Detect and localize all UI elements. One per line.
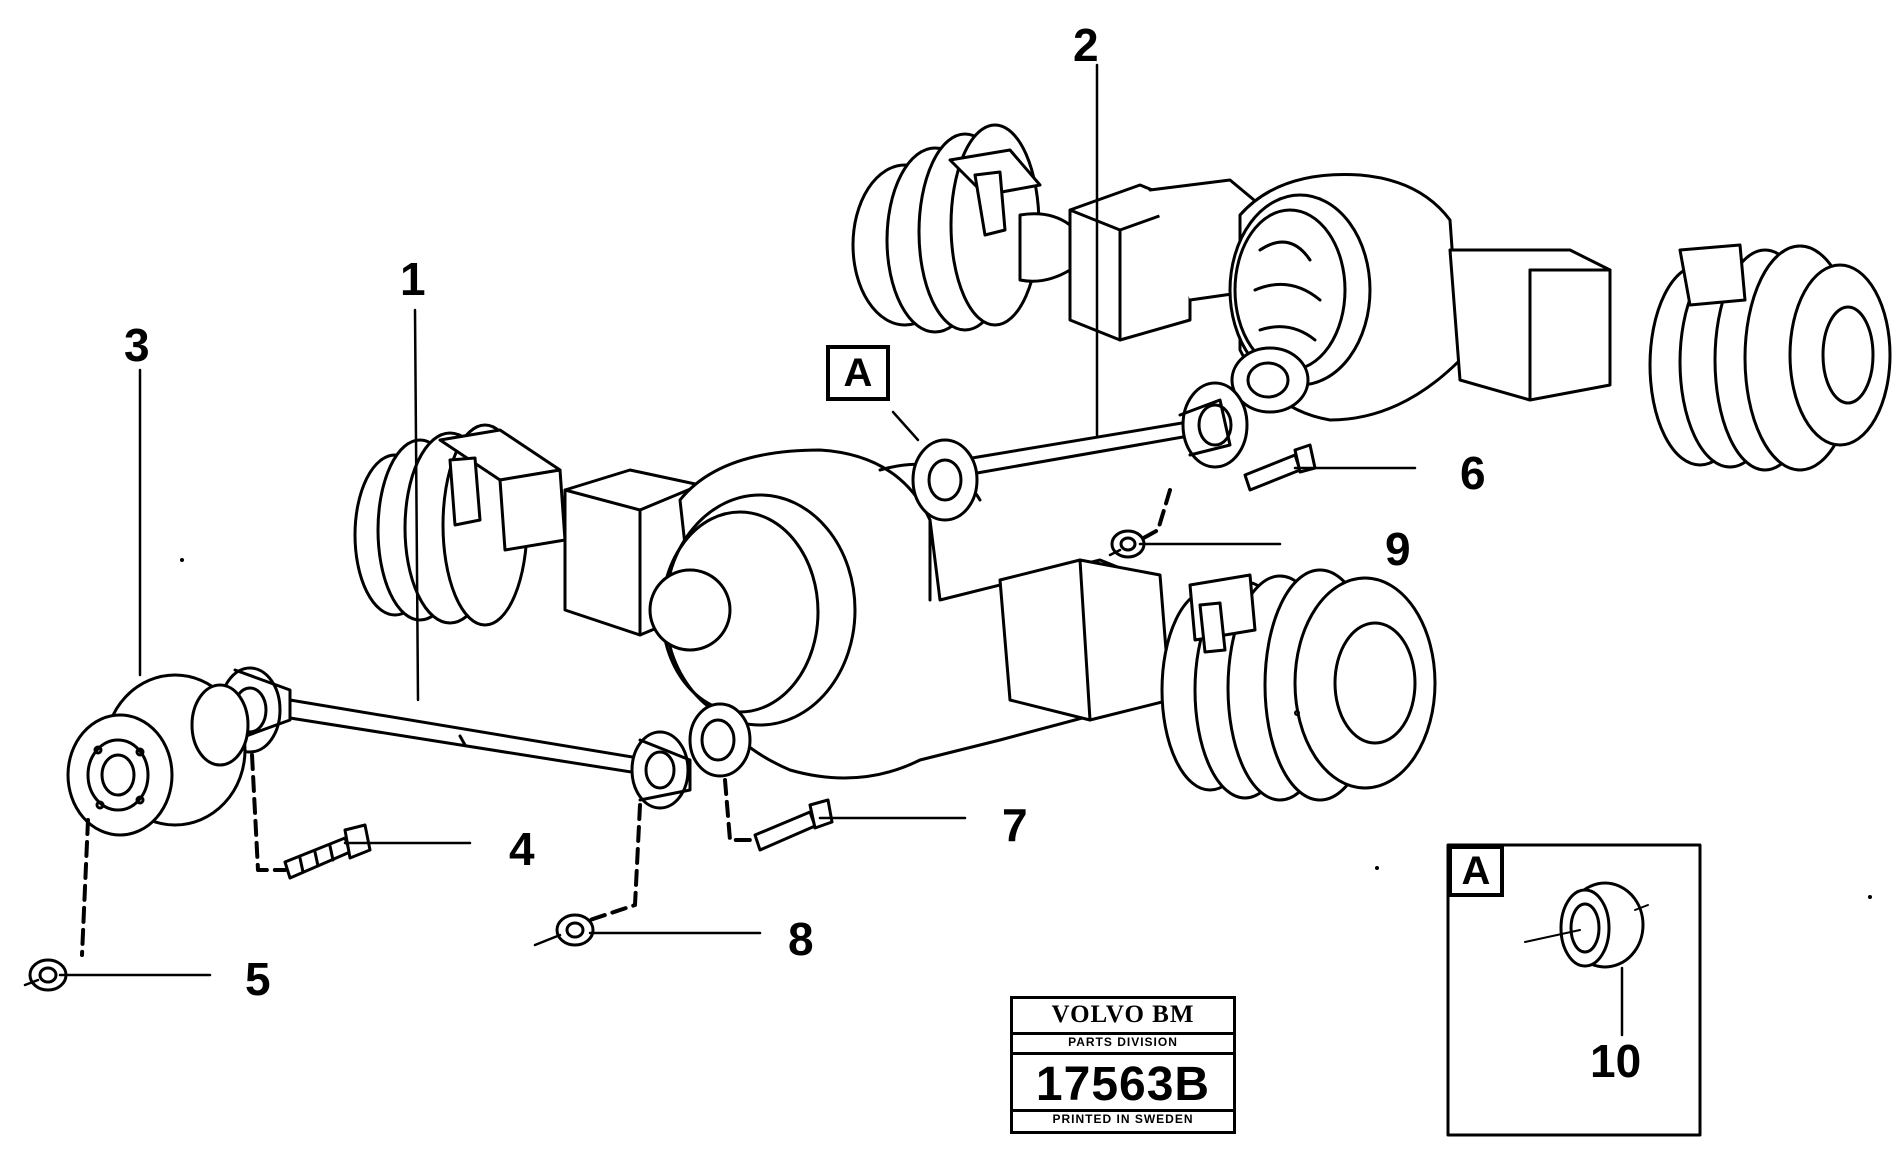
scan-specks (180, 558, 1872, 899)
callout-4: 4 (509, 823, 535, 875)
assembly-lines (80, 488, 1172, 957)
stamp-divider (1013, 1052, 1233, 1055)
callout-6: 6 (1460, 447, 1486, 499)
view-label-a: A (826, 345, 890, 401)
stamp-divider (1013, 1032, 1233, 1035)
callout-7: 7 (1002, 799, 1028, 851)
stamp-divider (1013, 1109, 1233, 1112)
callout-8: 8 (788, 913, 814, 965)
leader-lines (23, 63, 1417, 987)
nut-8 (555, 913, 595, 947)
rear-axle (851, 123, 1892, 472)
stamp-brand: VOLVO BM (1051, 1001, 1195, 1028)
companion-flange-3 (66, 673, 250, 837)
stamp-printed: PRINTED IN SWEDEN (1052, 1112, 1194, 1126)
callout-10: 10 (1590, 1035, 1642, 1087)
propeller-shaft-1 (218, 666, 692, 810)
callout-5: 5 (245, 953, 271, 1005)
parts-division-stamp: VOLVO BM PARTS DIVISION 17563B PRINTED I… (1010, 996, 1236, 1134)
inset-label-a: A (1448, 845, 1504, 897)
bolt-6 (1243, 443, 1317, 492)
callout-9: 9 (1385, 523, 1411, 575)
front-axle (353, 423, 1437, 802)
callout-2: 2 (1073, 19, 1099, 71)
bolt-7 (753, 798, 834, 852)
bolt-4 (283, 823, 372, 880)
propeller-shaft-2 (911, 381, 1249, 522)
stamp-division: PARTS DIVISION (1068, 1035, 1178, 1049)
stamp-drawing-number: 17563B (1035, 1058, 1211, 1111)
callout-3: 3 (124, 319, 150, 371)
callout-1: 1 (400, 253, 426, 305)
